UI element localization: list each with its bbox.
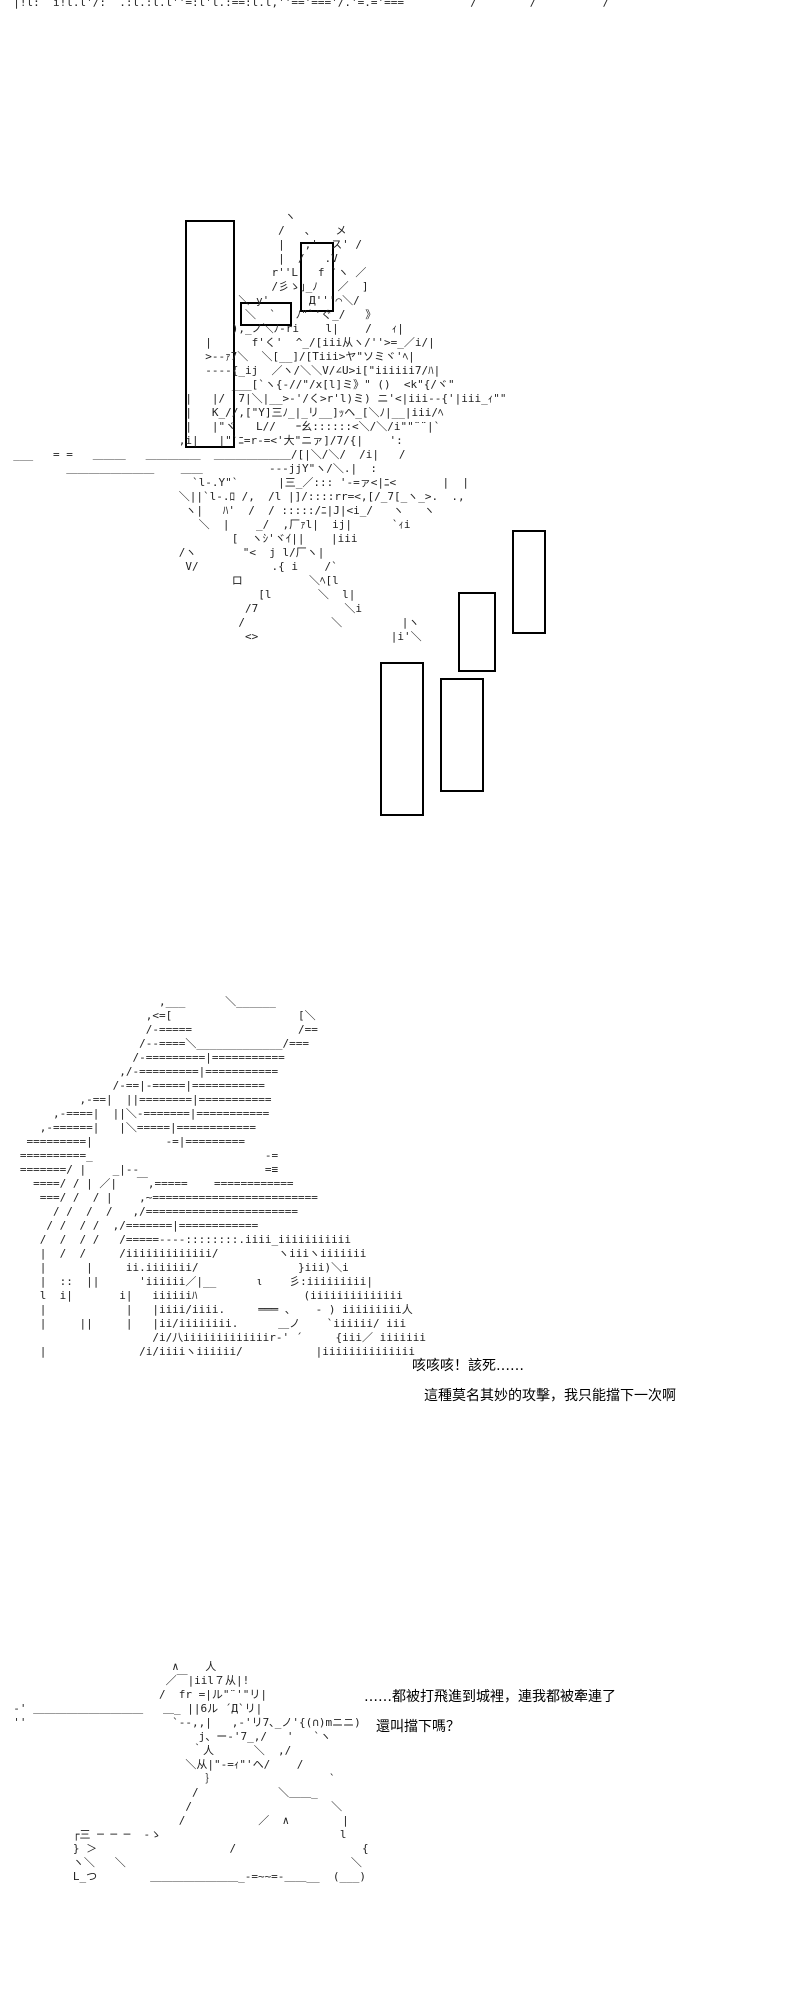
sfx-letter-left-box [300, 242, 334, 312]
dialog-line-4: 還叫擋下嗎？ [376, 1719, 460, 1735]
ascii-art-explosion: ヽ / 、 メ | ,' ス' / | / .V [13, 210, 507, 643]
sfx-letter-left-tall [185, 220, 235, 448]
ascii-art-strip: |!l: i!l.l'/: .:l.:l.l''=:l'l.:==:l.l,''… [0, 0, 610, 9]
ascii-art-hat-character: ,___ ＼______ ,<=[ [＼ /-===== /== /--====… [19, 995, 426, 1358]
sfx-letter-right-top [458, 592, 496, 672]
sfx-letter-right-tall [380, 662, 424, 816]
dialog-line-2: 這種莫名其妙的攻擊，我只能擋下一次啊 [424, 1388, 676, 1404]
sfx-letter-left-short [240, 302, 292, 326]
dialog-line-1: 咳咳咳！該死…… [412, 1358, 524, 1374]
panel-top-strip: |!l: i!l.l'/: .:l.:l.l''=:l'l.:==:l.l,''… [0, 0, 806, 20]
dialog-line-3: ……都被打飛進到城裡，連我都被牽連了 [364, 1689, 616, 1705]
panel-rope-character: ∧ 人 ／￣|iil７从|! / fr =|ル"¨'"リ| -' ＿＿＿＿＿＿＿… [0, 1660, 806, 2000]
sfx-letter-right-box [512, 530, 546, 634]
sfx-letter-right-mid [440, 678, 484, 792]
ascii-art-rope-character: ∧ 人 ／￣|iil７从|! / fr =|ル"¨'"リ| -' ＿＿＿＿＿＿＿… [13, 1660, 369, 1883]
panel-explosion: ヽ / 、 メ | ,' ス' / | / .V [0, 200, 806, 816]
panel-hat-character: ,___ ＼______ ,<=[ [＼ /-===== /== /--====… [0, 995, 806, 1475]
